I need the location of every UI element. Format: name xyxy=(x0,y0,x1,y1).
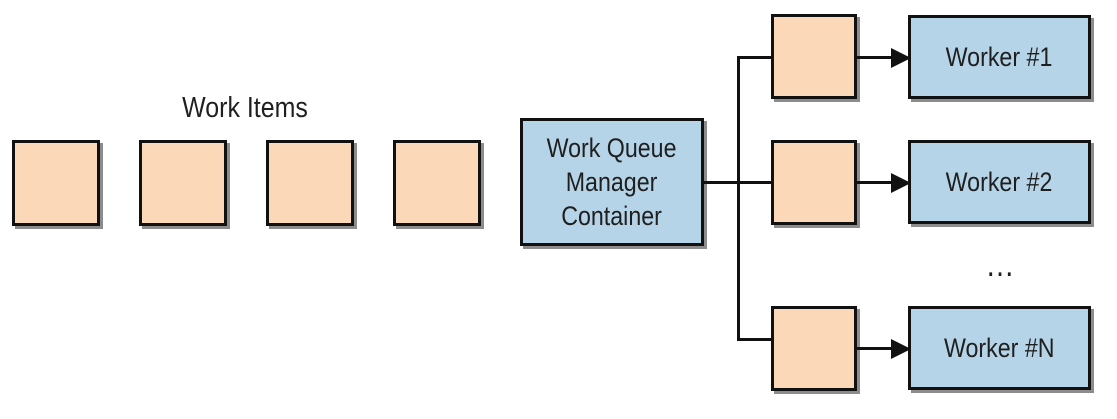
work-item xyxy=(139,140,227,226)
arrow-head-worker-n xyxy=(891,339,911,359)
more-workers-ellipsis: … xyxy=(985,246,1015,284)
manager-label-line-1: Work Queue xyxy=(547,133,677,163)
queued-item-1 xyxy=(771,14,857,99)
queued-item-2 xyxy=(771,140,857,225)
worker-1: Worker #1 xyxy=(908,15,1091,99)
fanout-connector-bottom xyxy=(737,338,772,341)
manager-label-line-3: Container xyxy=(561,201,663,231)
fanout-connector-top xyxy=(737,56,772,59)
arrow-shaft-worker-1 xyxy=(857,56,893,59)
queued-item-n xyxy=(771,306,857,391)
worker-1-label: Worker #1 xyxy=(946,42,1053,72)
worker-n: Worker #N xyxy=(908,306,1091,390)
worker-n-label: Worker #N xyxy=(944,333,1055,363)
work-item xyxy=(266,140,354,226)
arrow-shaft-worker-2 xyxy=(857,181,893,184)
arrow-head-worker-2 xyxy=(891,173,911,193)
manager-label-line-2: Manager xyxy=(566,167,658,197)
worker-2: Worker #2 xyxy=(908,140,1091,224)
work-queue-manager-container: Work Queue Manager Container xyxy=(520,118,704,246)
fanout-vertical-connector xyxy=(737,56,740,341)
work-items-label: Work Items xyxy=(182,92,308,124)
arrow-head-worker-1 xyxy=(891,48,911,68)
work-item xyxy=(393,140,481,226)
worker-2-label: Worker #2 xyxy=(946,167,1053,197)
work-item xyxy=(12,140,100,226)
arrow-shaft-worker-n xyxy=(857,347,893,350)
